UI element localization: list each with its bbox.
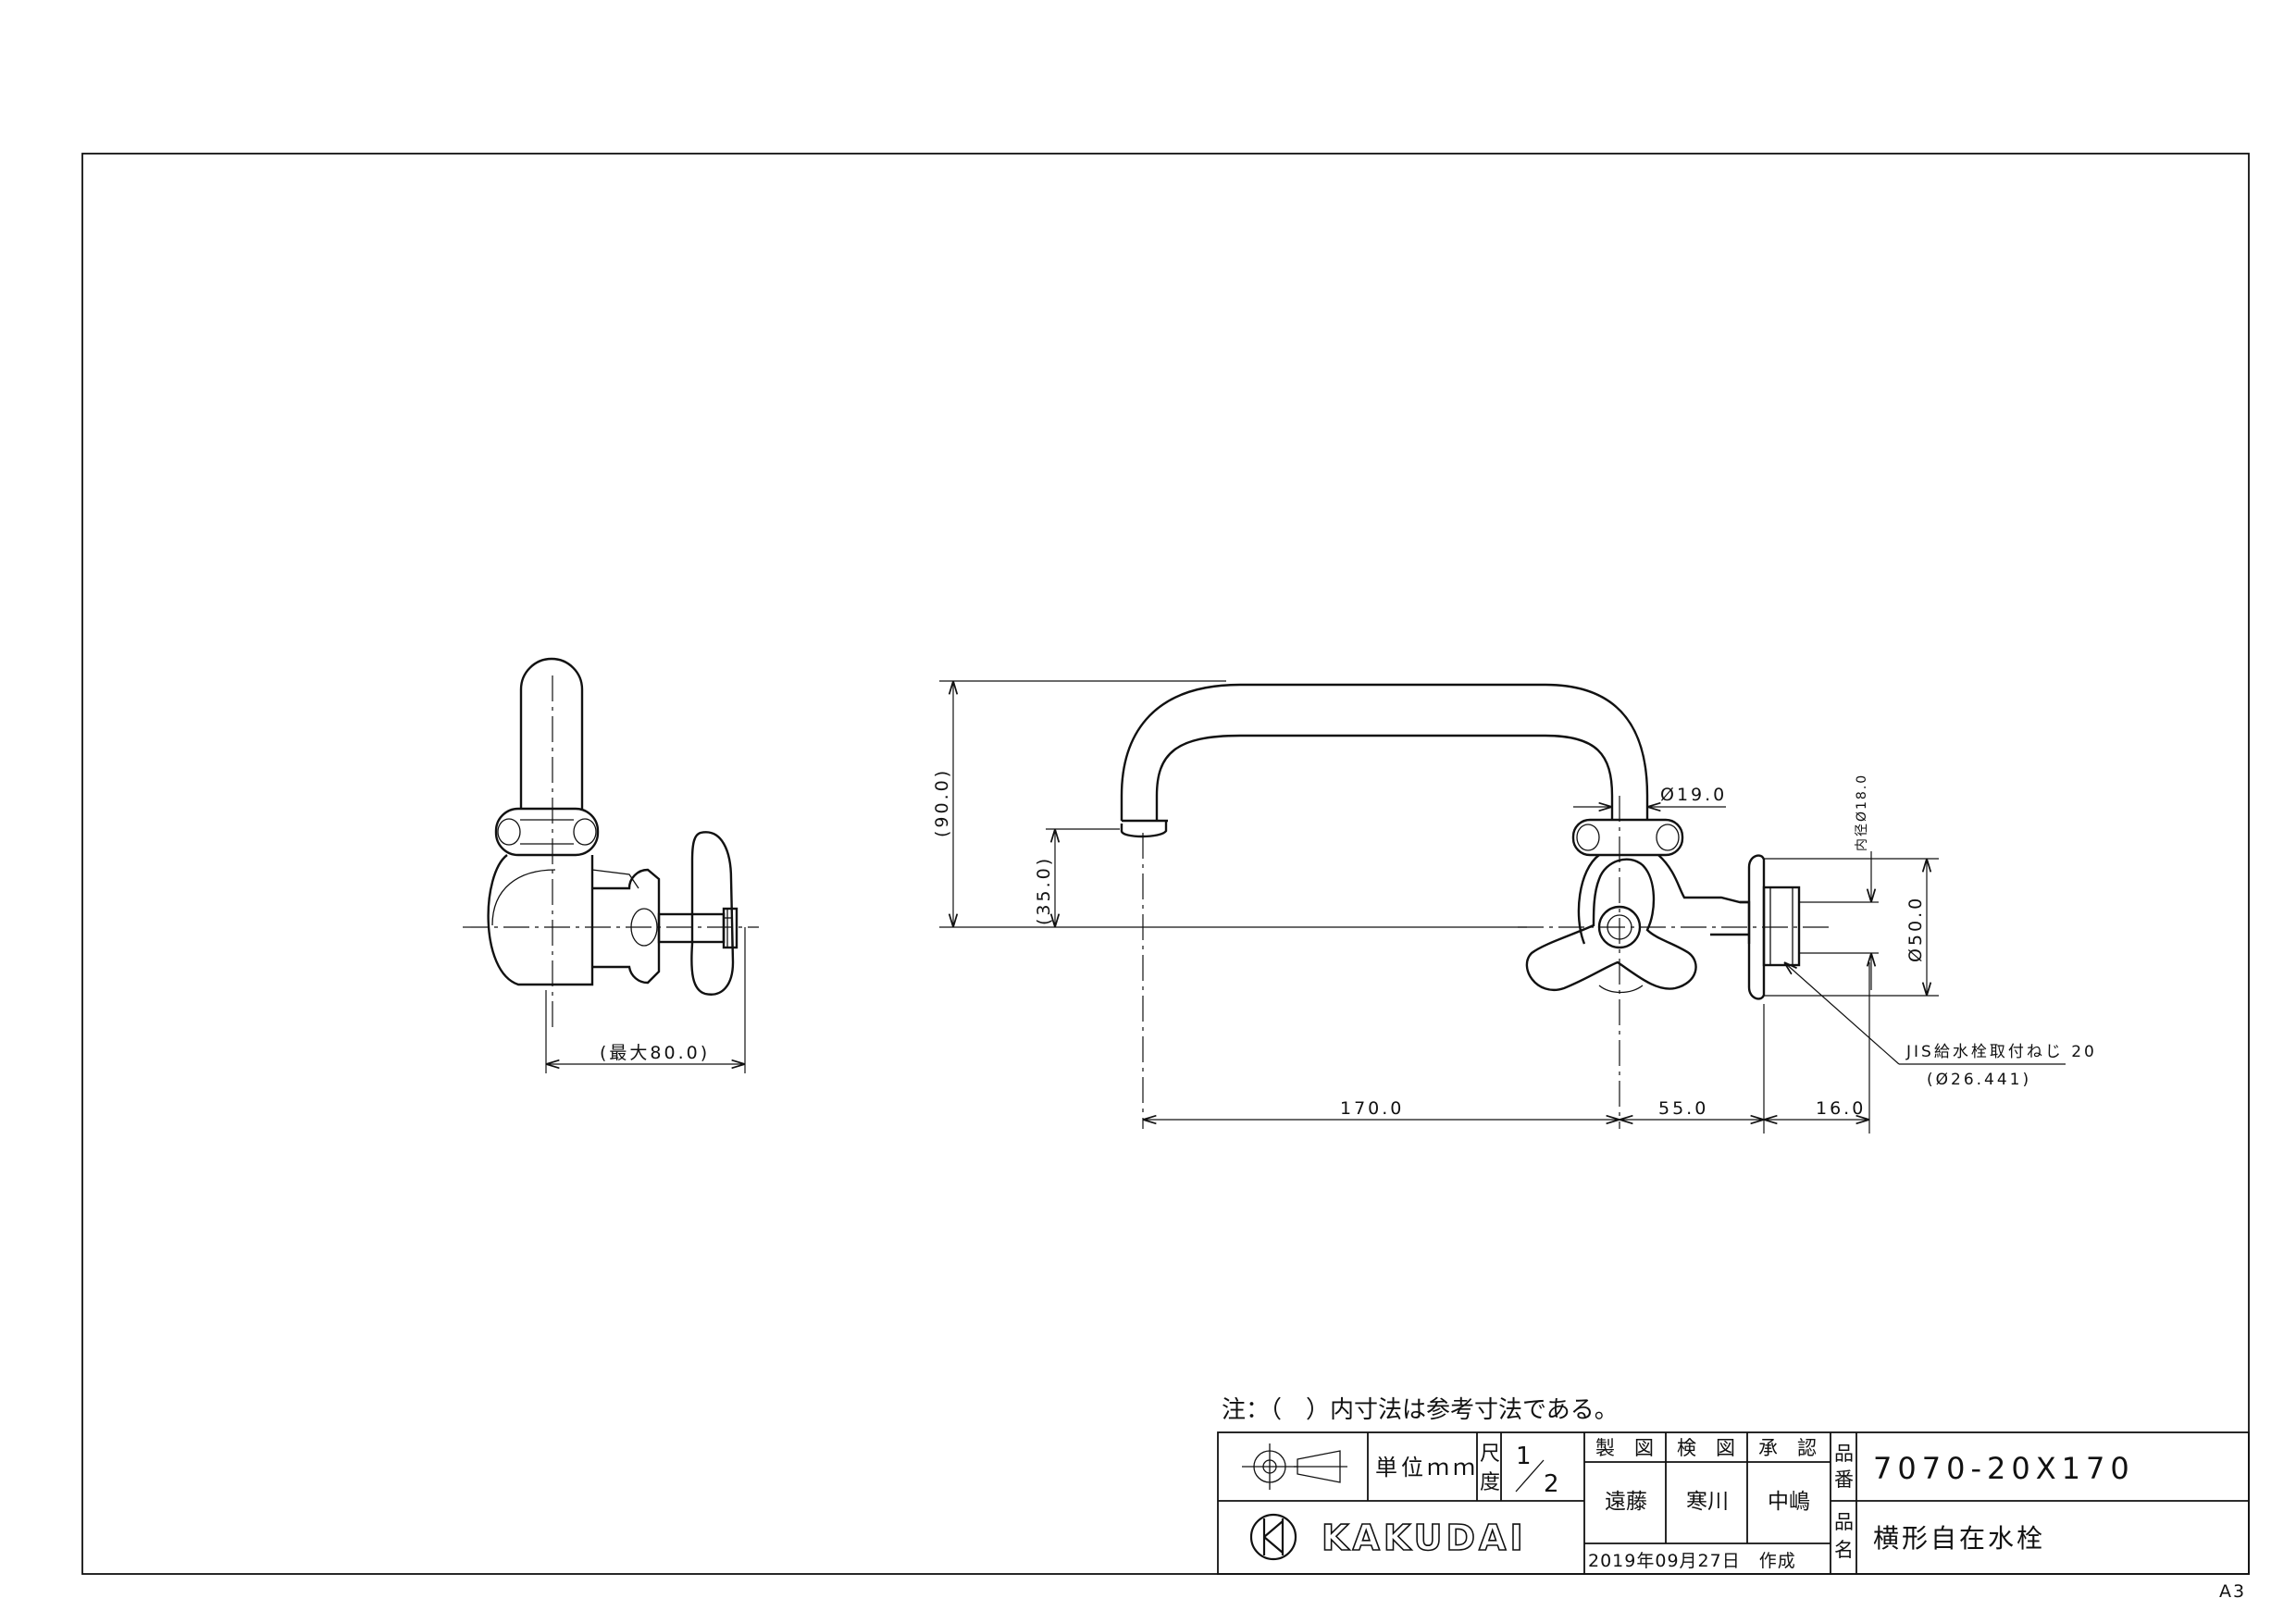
- front-body: [1657, 854, 1749, 904]
- dim-body-length: 55.0: [1658, 1098, 1708, 1119]
- sheet-border: [81, 153, 2250, 1575]
- drawing-date: 2019年09月27日 作成: [1588, 1551, 1796, 1571]
- front-view: (90.0) (35.0) Ø19.0 内径Ø18.0 Ø50.0 JIS給水栓…: [932, 680, 2097, 1134]
- unit-label: 単位ｍｍ: [1375, 1455, 1479, 1481]
- dim-pipe-diameter: Ø19.0: [1660, 785, 1727, 805]
- projection-symbol-icon: [1242, 1443, 1347, 1490]
- reference-note: 注：（ ）内寸法は参考寸法である。: [1222, 1396, 1619, 1424]
- svg-text:KAKUDAI: KAKUDAI: [1322, 1518, 1527, 1558]
- hinban-label-2: 番: [1834, 1468, 1854, 1491]
- hinmei-label-2: 名: [1834, 1539, 1854, 1561]
- shonin-label: 承 認: [1758, 1437, 1817, 1459]
- spout-outer: [1120, 683, 1649, 821]
- dim-max-depth: (最大80.0): [600, 1043, 710, 1063]
- jis-thread-diameter: (Ø26.441): [1927, 1071, 2031, 1089]
- side-handle: [690, 831, 735, 996]
- spout-inner: [1155, 734, 1614, 821]
- flange: [1747, 854, 1766, 1000]
- sheet-size-label: A3: [2219, 1581, 2246, 1602]
- part-name: 横形自在水栓: [1873, 1523, 2045, 1554]
- spout-tip: [1120, 821, 1168, 838]
- thread-stub: [1762, 886, 1801, 967]
- dim-overall-height: (90.0): [932, 768, 952, 837]
- scale-denominator: 2: [1544, 1470, 1559, 1498]
- dim-flange-diameter: Ø50.0: [1905, 896, 1926, 962]
- dim-inner-diameter: 内径Ø18.0: [1855, 774, 1869, 851]
- side-view: (最大80.0): [463, 657, 759, 1073]
- approver-name: 中嶋: [1768, 1490, 1810, 1514]
- dim-thread-length: 16.0: [1816, 1098, 1866, 1119]
- side-body: [487, 854, 594, 986]
- jis-thread-spec: JIS給水栓取付ねじ 20: [1905, 1043, 2097, 1061]
- dim-spout-length: 170.0: [1340, 1098, 1404, 1119]
- seizu-label: 製 図: [1595, 1437, 1654, 1459]
- front-handle: [1525, 858, 1697, 991]
- side-spout: [519, 657, 584, 809]
- scale-label-2: 度: [1480, 1471, 1500, 1494]
- checker-name: 寒川: [1686, 1490, 1729, 1514]
- drafter-name: 遠藤: [1605, 1490, 1647, 1514]
- hinmei-label-1: 品: [1834, 1511, 1854, 1533]
- kenzu-label: 検 図: [1677, 1437, 1735, 1459]
- kakudai-logo: KAKUDAI: [1249, 1513, 1527, 1561]
- dim-spout-height: (35.0): [1034, 856, 1054, 925]
- front-nut: [1571, 818, 1684, 857]
- title-block: 単位ｍｍ 尺 度 1 2 製 図 検 図 承 認 遠藤 寒川 中嶋 2019年0…: [1217, 1431, 2250, 1575]
- side-nut: [494, 807, 600, 857]
- scale-numerator: 1: [1516, 1443, 1532, 1470]
- hinban-label-1: 品: [1834, 1443, 1854, 1465]
- scale-label-1: 尺: [1480, 1443, 1500, 1466]
- part-number: 7070-20X170: [1873, 1451, 2135, 1486]
